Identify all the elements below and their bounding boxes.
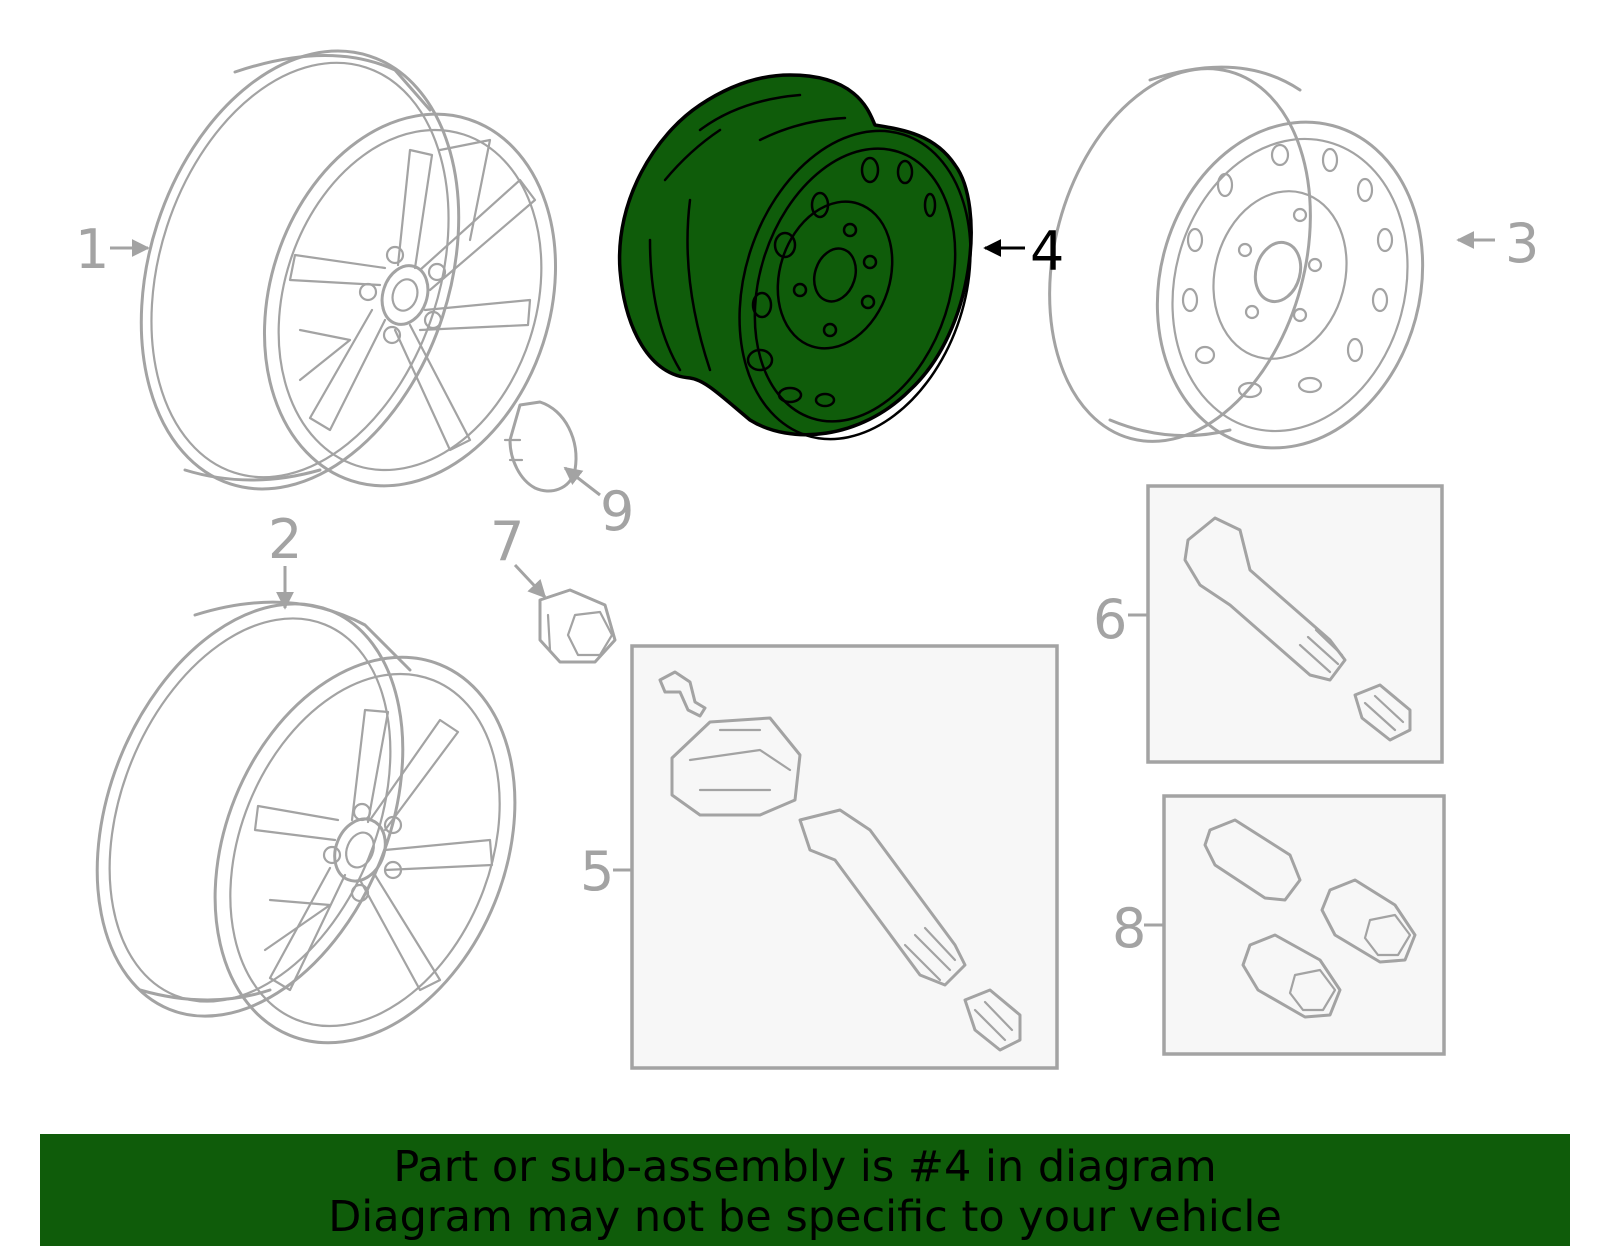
part-4-rim-body[interactable] — [617, 73, 973, 437]
callout-8: 8 — [1112, 897, 1146, 960]
part-6-valve-stem-box[interactable] — [1146, 484, 1444, 764]
callout-labels: 1 2 3 4 5 6 7 8 9 — [75, 212, 1539, 960]
callout-6: 6 — [1093, 588, 1127, 651]
part-4-steel-wheel-highlighted[interactable] — [617, 73, 1009, 469]
callout-5: 5 — [580, 840, 614, 903]
part-2-alloy-wheel[interactable] — [40, 558, 570, 1088]
callout-7: 7 — [490, 510, 524, 573]
part-7-lug-nut[interactable] — [538, 588, 617, 664]
leader-lines — [110, 231, 1495, 927]
info-banner: Part or sub-assembly is #4 in diagram Di… — [40, 1134, 1570, 1246]
leader-7 — [513, 563, 547, 599]
part-8-lug-nuts-box[interactable] — [1162, 794, 1446, 1056]
callout-4: 4 — [1030, 220, 1064, 283]
part-3-steel-wheel[interactable] — [1010, 39, 1458, 478]
callout-3: 3 — [1505, 212, 1539, 275]
callout-2: 2 — [268, 508, 302, 571]
part-1-alloy-wheel[interactable] — [88, 10, 602, 531]
part-5-tpms-sensor-box[interactable] — [630, 644, 1059, 1070]
banner-line-1: Part or sub-assembly is #4 in diagram — [393, 1142, 1217, 1192]
banner-line-2: Diagram may not be specific to your vehi… — [328, 1192, 1282, 1242]
leader-9 — [563, 466, 601, 497]
callout-9: 9 — [600, 480, 634, 543]
callout-1: 1 — [75, 218, 109, 281]
part-9-center-cap[interactable] — [503, 400, 578, 493]
